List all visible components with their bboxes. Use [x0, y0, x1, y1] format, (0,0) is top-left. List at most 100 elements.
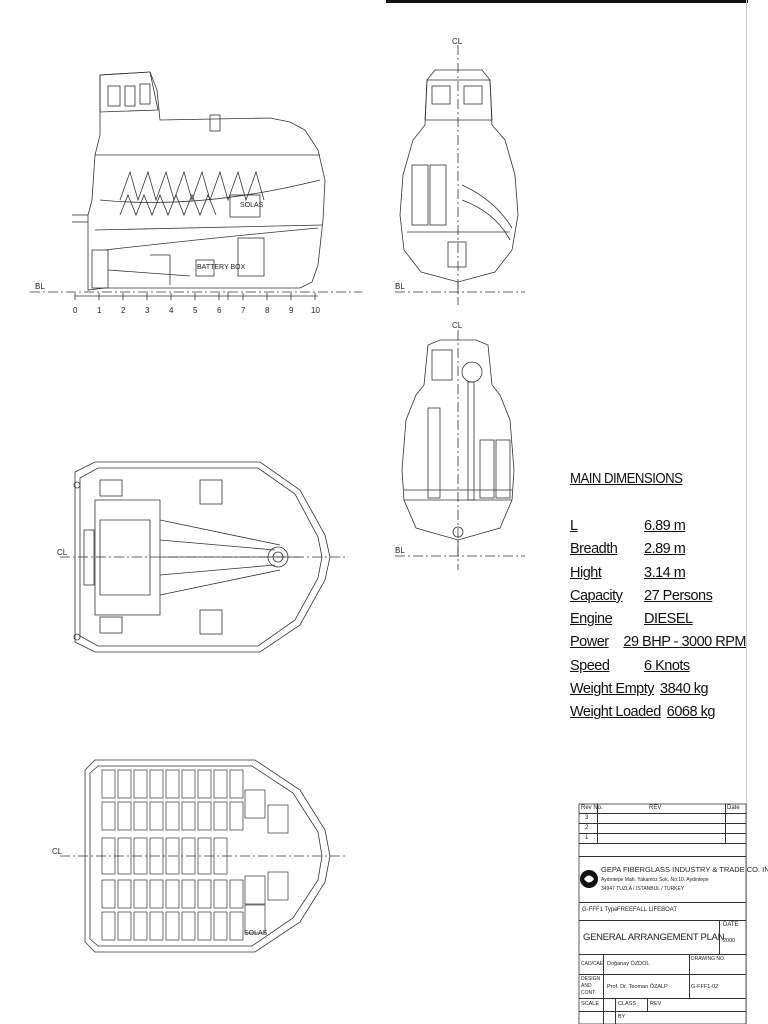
plan-top-hull [74, 461, 331, 653]
seat [213, 911, 228, 941]
forward-seat [244, 789, 266, 819]
section-aft-cl-label: CL [452, 321, 463, 330]
seat [133, 879, 148, 909]
plan-seating-cl-label: CL [52, 847, 63, 856]
center-bench-seat [149, 837, 164, 875]
center-bench-seat [213, 837, 228, 875]
station-tick-label: 0 [73, 306, 78, 315]
seat [181, 879, 196, 909]
type-label: G-FFF1 Type [582, 907, 618, 913]
dimension-label: Capacity [570, 587, 623, 604]
center-bench-seat [165, 837, 180, 875]
seat [197, 769, 212, 799]
dimension-row: L 6.89 m [570, 515, 746, 538]
seat [197, 911, 212, 941]
dimension-label: Speed [570, 657, 610, 674]
station-tick-label: 10 [311, 306, 320, 315]
dimension-row: Speed 6 Knots [570, 655, 746, 678]
center-bench-seat [117, 837, 132, 875]
dimension-label: Engine [570, 611, 613, 628]
dimension-value: 2.89 m [644, 541, 686, 558]
plan-top-view [60, 461, 345, 653]
section-forward-cl-label: CL [452, 37, 463, 46]
seat [149, 911, 164, 941]
forward-seat [244, 875, 266, 905]
seat [229, 879, 244, 909]
seat [101, 911, 116, 941]
section-aft-hull [401, 339, 515, 541]
design-value: Prof. Dr. Teoman ÖZALP [607, 984, 668, 990]
station-tick-label: 2 [121, 306, 126, 315]
seat [229, 911, 244, 941]
seat [117, 769, 132, 799]
class-label: CLASS [618, 1001, 637, 1007]
seat [181, 769, 196, 799]
seat [213, 879, 228, 909]
profile-station-ticks [74, 293, 318, 300]
date-header: Date [727, 805, 740, 811]
seat [229, 801, 244, 831]
seat [101, 801, 116, 831]
seat [165, 801, 180, 831]
seat [149, 801, 164, 831]
dimension-value: 27 Persons [644, 587, 713, 604]
rev-row-2: 2 [585, 825, 589, 831]
dimension-label: L [570, 518, 578, 534]
seat [165, 879, 180, 909]
date-label: DATE [723, 922, 739, 928]
scale-label: SCALE [581, 1001, 600, 1007]
dimension-row: Capacity 27 Persons [570, 585, 746, 608]
rev-no-header: Rev No. [581, 805, 603, 811]
center-bench-seat [181, 837, 196, 875]
profile-canopy [99, 71, 159, 113]
seat [133, 801, 148, 831]
plan-seating-view [60, 759, 345, 953]
forward-seat [244, 904, 266, 934]
company-address-1: Aydıntepe Mah. Yakamoz Sok. No:10, Aydın… [601, 877, 709, 883]
seat [117, 801, 132, 831]
profile-solas-label: SOLAS [240, 202, 264, 209]
company-address-2: 34947 TUZLA / ISTANBUL / TURKEY [601, 886, 685, 892]
dimension-value: 6 Knots [644, 657, 690, 674]
seat [197, 801, 212, 831]
plan-top-cl-label: CL [57, 548, 68, 557]
station-tick-label: 3 [145, 306, 150, 315]
rev-label: REV [650, 1001, 662, 1007]
dimension-row: Hight 3.14 m [570, 562, 746, 585]
seat [149, 769, 164, 799]
drawing-no-label: DRAWING NO. [691, 956, 726, 962]
station-tick-label: 1 [97, 306, 102, 315]
seat [117, 911, 132, 941]
dimension-label: Hight [570, 564, 602, 581]
seat [213, 769, 228, 799]
dimension-value: 3.14 m [644, 564, 686, 581]
date-value: 2000 [723, 938, 736, 944]
section-forward-view [395, 45, 525, 305]
seat [165, 911, 180, 941]
main-dimensions-title: MAIN DIMENSIONS [570, 470, 683, 487]
dimension-label: Power [570, 634, 609, 651]
seat [181, 801, 196, 831]
cad-value: Doğanay ÖZDOL [607, 961, 650, 967]
seat-grid [101, 769, 289, 941]
dimension-value: 6.89 m [644, 518, 686, 534]
seat [133, 769, 148, 799]
seat [133, 911, 148, 941]
plan-seating-solas-label: SOLAS [244, 930, 268, 937]
center-bench-seat [101, 837, 116, 875]
station-tick-label: 8 [265, 306, 270, 315]
profile-baseline-label: BL [35, 282, 45, 291]
dimension-value: 6068 kg [666, 704, 716, 721]
station-tick-label: 6 [217, 306, 222, 315]
by-label: BY [618, 1014, 626, 1020]
design-label: DESIGN AND CONT. [581, 976, 601, 996]
plan-seating-hull [84, 759, 331, 953]
